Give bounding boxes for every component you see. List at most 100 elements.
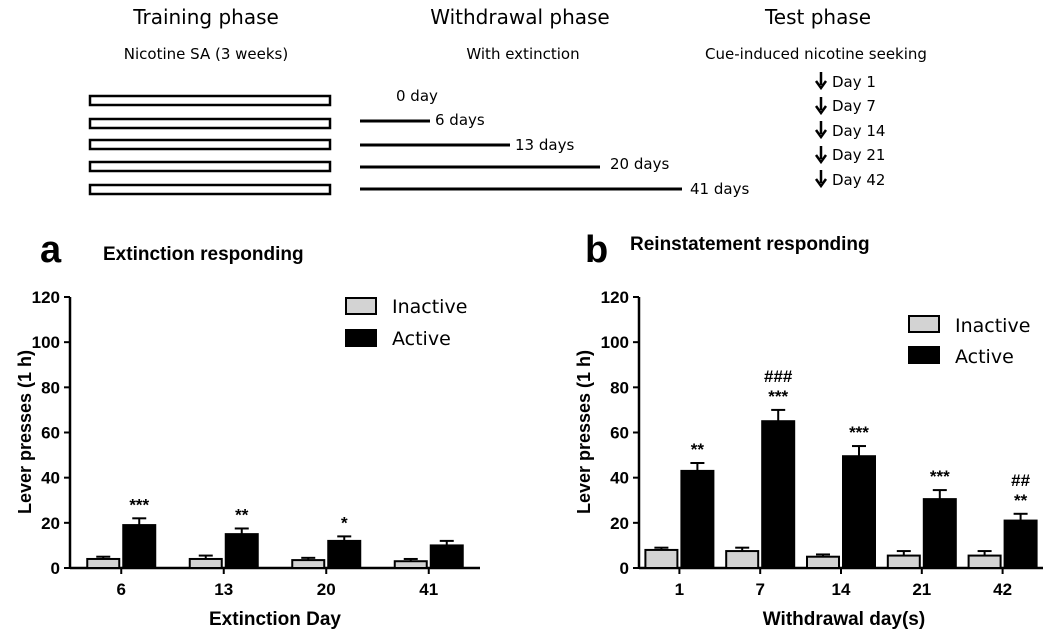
training-bar [88,138,332,151]
test-days: Day 1 Day 7 Day 14 Day 21 Day 42 [814,72,885,189]
y-tick-label: 60 [41,424,60,443]
withdrawal-label: 41 days [690,180,749,198]
test-day-label: Day 1 [832,73,876,91]
significance-label: ## [1011,471,1030,490]
significance-label: ### [764,367,793,386]
y-tick-label: 0 [51,559,60,578]
bar-active [680,469,715,569]
down-arrow-icon [814,170,828,189]
legend-swatch-active [908,346,940,364]
legend: Inactive Active [908,315,1030,368]
bar-inactive [725,550,760,569]
bar-inactive [967,554,1002,569]
significance-label: *** [129,495,149,514]
bar-inactive [393,560,428,569]
x-tick-label: 7 [755,580,764,599]
x-tick-label: 21 [912,580,931,599]
y-tick-label: 40 [610,469,629,488]
y-tick-label: 100 [601,333,629,352]
training-bar [88,183,332,196]
bar-active [761,420,796,570]
significance-label: * [341,513,348,532]
panel-letter: a [40,229,62,271]
y-tick-label: 120 [601,288,629,307]
phase-subtitle-test: Cue-induced nicotine seeking [705,45,927,63]
legend-label-active: Active [955,346,1014,368]
phase-subtitle-withdrawal: With extinction [466,45,579,63]
y-tick-label: 40 [41,469,60,488]
y-tick-label: 20 [41,514,60,533]
legend-swatch-inactive [345,297,377,315]
training-bar [88,117,332,130]
legend-label-inactive: Inactive [392,296,467,318]
withdrawal-label: 6 days [435,111,485,129]
y-tick-label: 20 [610,514,629,533]
test-day-label: Day 7 [832,97,876,115]
significance-label: *** [768,387,788,406]
x-tick-label: 20 [317,580,336,599]
down-arrow-icon [814,97,828,116]
y-tick-label: 0 [620,559,629,578]
x-tick-label: 14 [832,580,851,599]
training-bar [88,94,332,107]
bar-inactive [886,554,921,569]
x-tick-label: 1 [675,580,684,599]
test-day-label: Day 42 [832,171,885,189]
significance-label: ** [691,440,705,459]
panel-a-extinction-chart: a Extinction responding Lever presses (1… [15,229,480,630]
bar-inactive [291,559,326,569]
schematic: Training phase Nicotine SA (3 weeks) Wit… [88,5,927,198]
y-axis-label: Lever presses (1 h) [15,350,35,514]
panel-b-reinstatement-chart: b Reinstatement responding Lever presses… [574,229,1043,630]
legend: Inactive Active [345,296,467,350]
x-axis-label: Extinction Day [209,609,341,630]
bar-inactive [644,548,679,570]
bar-active [327,539,362,570]
x-axis-label: Withdrawal day(s) [763,609,925,630]
training-bar [88,160,332,173]
down-arrow-icon [814,121,828,140]
bar-inactive [188,557,223,570]
y-tick-label: 80 [41,378,60,397]
panel-letter: b [585,229,608,271]
bar-inactive [806,555,840,569]
chart-title: Reinstatement responding [630,234,870,255]
y-tick-label: 100 [32,333,60,352]
test-day-label: Day 21 [832,146,885,164]
significance-label: ** [235,505,249,524]
phase-title-training: Training phase [132,5,279,29]
phase-title-withdrawal: Withdrawal phase [430,5,609,29]
x-tick-label: 42 [993,580,1012,599]
plot-area: 0204060801001201**7###***14***21***42##*… [601,288,1043,599]
y-tick-label: 80 [610,378,629,397]
withdrawal-label: 0 day [396,87,438,105]
x-tick-label: 13 [214,580,233,599]
phase-subtitle-training: Nicotine SA (3 weeks) [124,45,288,63]
bar-active [842,455,876,569]
legend-swatch-active [345,329,377,347]
y-tick-label: 120 [32,288,60,307]
bar-active [122,524,157,570]
significance-label: ** [1014,491,1028,510]
legend-label-active: Active [392,328,451,350]
down-arrow-icon [814,72,828,91]
y-axis-label: Lever presses (1 h) [574,350,594,514]
significance-label: *** [930,467,950,486]
y-tick-label: 60 [610,424,629,443]
bar-inactive [86,557,121,570]
test-day-label: Day 14 [832,122,885,140]
legend-label-inactive: Inactive [955,315,1030,337]
x-tick-label: 41 [419,580,438,599]
chart-title: Extinction responding [103,244,304,265]
phase-title-test: Test phase [764,5,871,29]
plot-area: 0 20 40 60 80 100 120 6 *** 13 ** 20 * 41 [32,288,480,599]
bar-active [224,533,259,569]
x-tick-label: 6 [117,580,126,599]
bar-active [922,498,957,569]
withdrawal-label: 13 days [515,136,574,154]
legend-swatch-inactive [908,315,940,333]
withdrawal-label: 20 days [610,155,669,173]
bar-active [429,544,464,570]
bar-active [1003,519,1038,570]
